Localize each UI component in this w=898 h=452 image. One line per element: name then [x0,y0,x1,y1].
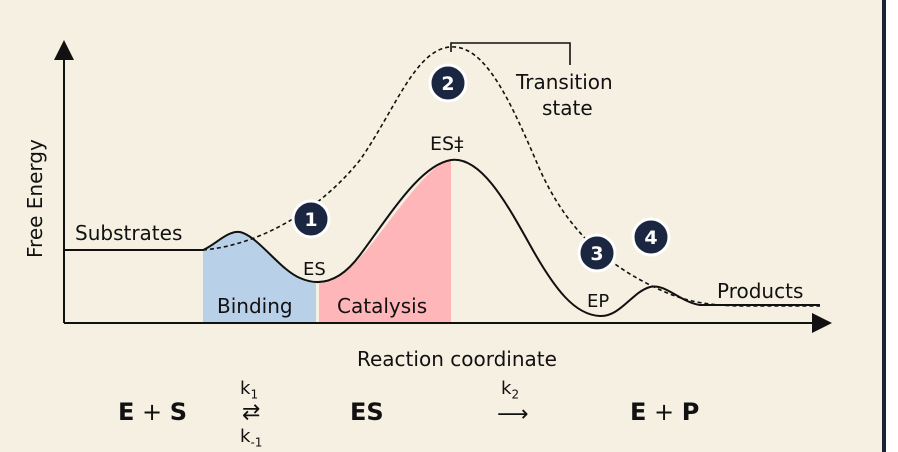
catalysis-label: Catalysis [337,294,427,318]
plus-left: + [142,398,163,426]
transition-state-label-line1: Transition [515,70,613,94]
marker-2: 2 [428,63,468,103]
transition-state-bracket [450,42,571,65]
y-axis-label: Free Energy [23,139,47,258]
k-minus1-label: k-1 [240,426,263,450]
svg-text:4: 4 [644,227,657,249]
k1-label: k1 [240,378,259,402]
equation-left: E + S [118,398,187,426]
equation-middle: ES [350,398,384,426]
catalyzed-curve [64,158,820,318]
enzyme-e-left: E [118,398,135,426]
substrates-label: Substrates [75,221,182,245]
equilibrium-arrows-icon: ⇄ [242,400,261,425]
complex-es: ES [350,398,384,426]
right-edge-bar [882,0,886,452]
products-label: Products [717,279,803,303]
equation-right: E + P [630,398,699,426]
uncatalyzed-curve [202,46,820,307]
es-transition-label: ES‡ [430,133,464,155]
x-axis-label: Reaction coordinate [357,347,557,371]
plus-right: + [654,398,675,426]
marker-3: 3 [577,233,617,273]
marker-4: 4 [631,217,671,257]
svg-text:2: 2 [441,73,454,95]
catalysis-region [319,160,451,323]
k2-label: k2 [501,378,520,402]
substrate-s: S [169,398,188,426]
marker-1: 1 [291,199,331,239]
svg-text:3: 3 [590,243,603,265]
ep-label: EP [587,291,609,312]
transition-state-label-line2: state [542,96,593,120]
enzyme-e-right: E [630,398,647,426]
svg-text:1: 1 [304,209,317,231]
binding-label: Binding [217,294,293,318]
es-label: ES [303,259,326,280]
product-p: P [681,398,700,426]
binding-region [203,231,316,323]
forward-arrow-icon: ⟶ [497,402,529,427]
